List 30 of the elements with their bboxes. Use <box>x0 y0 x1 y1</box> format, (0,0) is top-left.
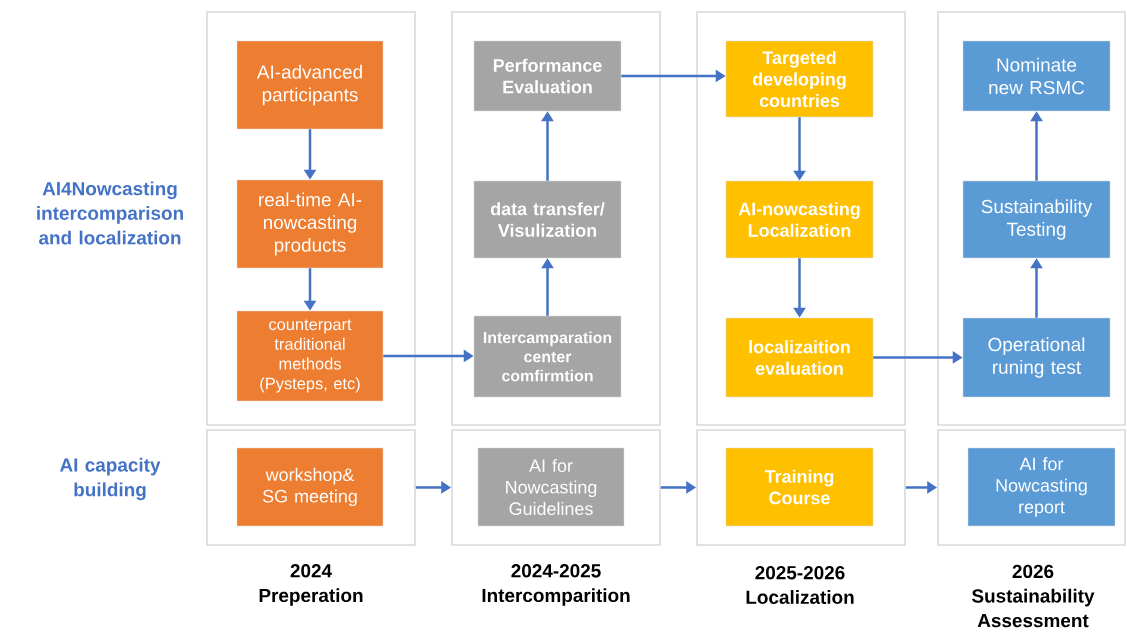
column-label: 2025-2026 Localization <box>746 566 854 604</box>
row-label: AI4Nowcasting intercomparison and localization <box>37 181 183 245</box>
panel <box>937 11 1126 426</box>
column-label: 2026 Sustainability Assessment <box>972 564 1095 628</box>
process-box: Training Course <box>725 447 874 527</box>
process-box: real-time AI-nowcasting products <box>236 179 384 269</box>
column-label: 2024 Preperation <box>259 564 363 606</box>
process-box: data transfer/ Visulization <box>473 180 622 259</box>
panel <box>937 429 1126 546</box>
process-box: Intercamparation center comfirmtion <box>473 315 622 398</box>
process-box: Targeted developing countries <box>725 40 874 118</box>
process-box: counterpart traditional methods (Pysteps, etc) <box>236 310 384 402</box>
process-box: Operational runing test <box>962 317 1111 398</box>
panel <box>451 11 661 426</box>
panel <box>451 429 661 546</box>
process-box: Nominate new RSMC <box>962 40 1111 112</box>
process-box: localizaition evaluation <box>725 317 874 398</box>
panel <box>206 11 416 426</box>
process-box: AI for Nowcasting Guidelines <box>477 447 625 527</box>
panel <box>206 429 416 546</box>
process-box: Sustainability Testing <box>962 180 1111 259</box>
row-label: AI capacity building <box>60 457 161 501</box>
process-box: AI for Nowcasting report <box>967 447 1116 527</box>
process-box: workshop& SG meeting <box>236 447 384 527</box>
panel <box>696 429 906 546</box>
panel <box>696 11 906 426</box>
column-label: 2024-2025 Intercomparition <box>482 564 630 606</box>
process-box: AI-nowcasting Localization <box>725 180 874 259</box>
process-box: Performance Evaluation <box>473 40 622 112</box>
process-box: AI-advanced participants <box>236 40 384 130</box>
